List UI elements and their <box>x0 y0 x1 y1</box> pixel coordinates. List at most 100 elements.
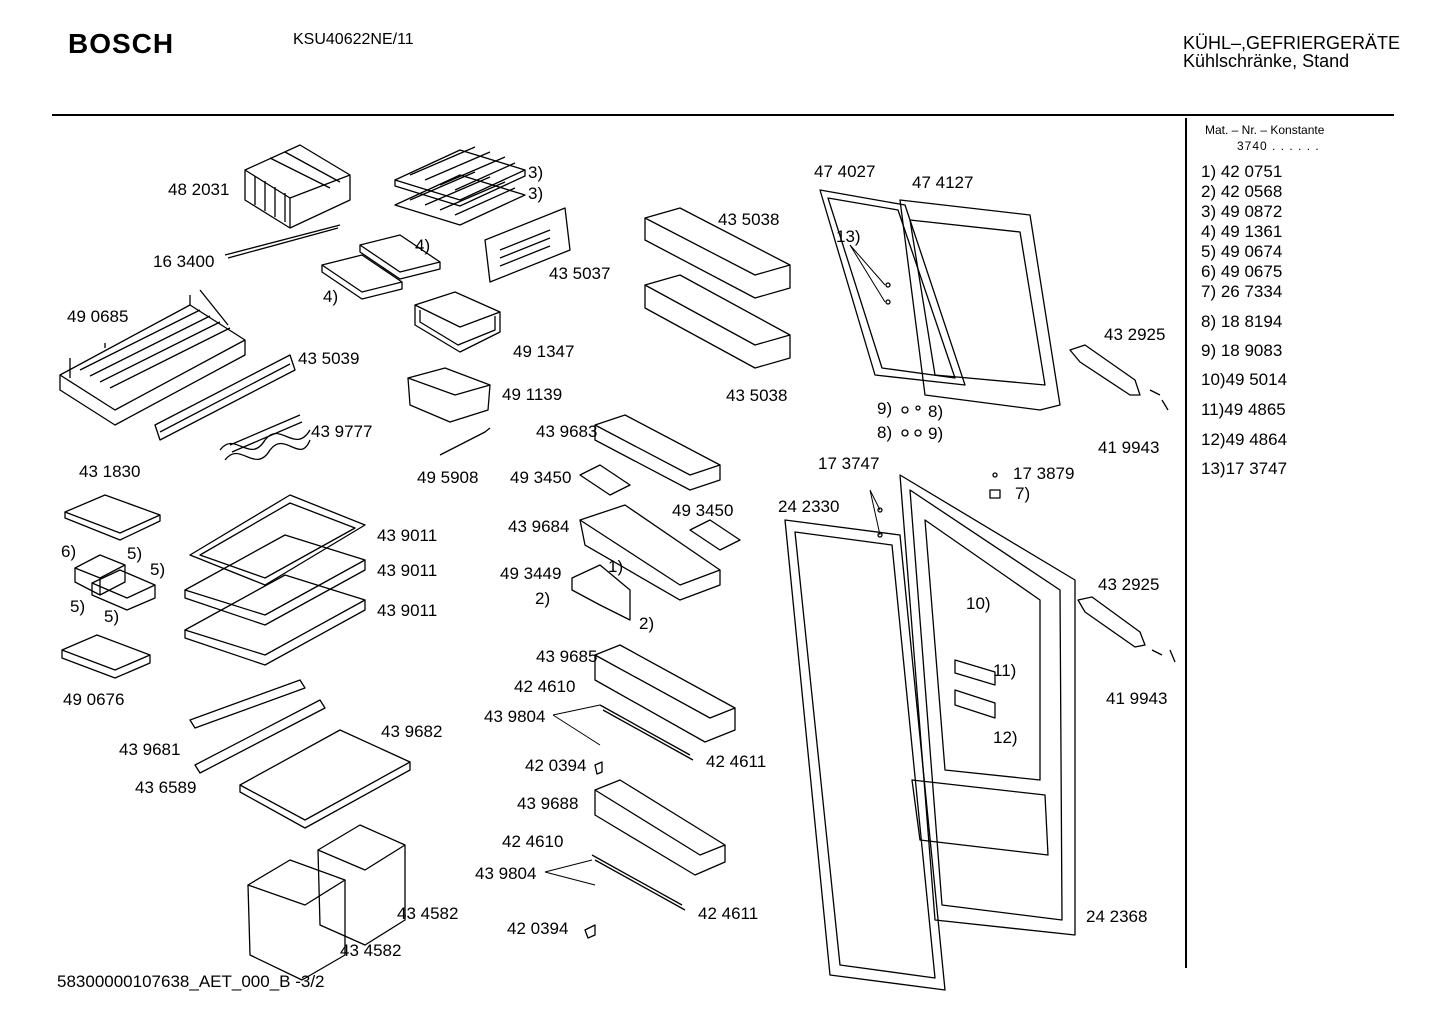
part-label: 43 1830 <box>79 462 141 481</box>
category-subtitle: Kühlschränke, Stand <box>1183 51 1350 71</box>
ice-box-part <box>414 291 501 353</box>
model-number: KSU40622NE/11 <box>293 31 414 48</box>
flap-part <box>571 564 631 621</box>
part-label: 43 5038 <box>726 386 788 405</box>
legend-item: 4) 49 1361 <box>1201 222 1283 241</box>
basket-part <box>74 554 156 611</box>
part-label: 11) <box>993 661 1017 680</box>
part-label: 43 9684 <box>508 517 570 536</box>
part-label: 4) <box>415 236 431 255</box>
legend-divider <box>1185 118 1187 968</box>
category-title: KÜHL–,GEFRIERGERÄTE <box>1183 33 1401 53</box>
bottle-holder-part <box>579 504 721 601</box>
part-label: 43 9683 <box>536 422 598 441</box>
part-label: 49 1347 <box>513 342 575 361</box>
part-label: 47 4027 <box>814 162 876 181</box>
fridge-door-part <box>899 474 1076 936</box>
ice-tray-part <box>321 234 441 300</box>
egg-tray-part <box>579 464 741 551</box>
legend-item: 11)49 4865 <box>1201 400 1286 419</box>
part-label: 3) <box>528 184 544 203</box>
hardware-part <box>584 282 1176 939</box>
part-label: 42 4610 <box>502 832 564 851</box>
part-label: 3) <box>528 163 544 182</box>
part-label: 43 9688 <box>517 794 579 813</box>
legend-item: 9) 18 9083 <box>1201 341 1283 360</box>
brand-logo: BOSCH <box>68 28 175 59</box>
part-label: 43 5039 <box>298 349 360 368</box>
bottom-shelf-part <box>239 729 411 829</box>
fridge-door-gasket-part <box>784 519 946 991</box>
part-label: 43 2925 <box>1104 325 1166 344</box>
part-label: 41 9943 <box>1106 689 1168 708</box>
legend-item: 3) 49 0872 <box>1201 202 1283 221</box>
part-label: 12) <box>993 728 1018 747</box>
legend-item: 7) 26 7334 <box>1201 282 1283 301</box>
tray-part <box>61 634 151 679</box>
part-label: 49 0685 <box>67 307 129 326</box>
part-label: 43 9804 <box>484 707 546 726</box>
part-label: 43 2925 <box>1098 575 1160 594</box>
legend-item: 1) 42 0751 <box>1201 162 1283 181</box>
part-label: 16 3400 <box>153 252 215 271</box>
part-label: 17 3879 <box>1013 464 1075 483</box>
legend-item: 10)49 5014 <box>1201 370 1288 389</box>
part-label: 49 3450 <box>510 468 572 487</box>
part-label: 43 9804 <box>475 864 537 883</box>
vent-strip-part <box>189 679 326 774</box>
part-label: 43 6589 <box>135 778 197 797</box>
exploded-view-drawing <box>59 144 1176 991</box>
part-label: 24 2368 <box>1086 907 1148 926</box>
part-label: 42 0394 <box>507 919 569 938</box>
part-label: 49 1139 <box>502 385 563 404</box>
part-label: 42 4611 <box>698 904 759 923</box>
part-label: 43 9685 <box>536 647 598 666</box>
freezer-door-part <box>899 199 1061 411</box>
part-label: 48 2031 <box>168 180 230 199</box>
part-label: 43 5037 <box>549 264 611 283</box>
part-label: 10) <box>966 594 991 613</box>
part-label: 42 4610 <box>514 677 576 696</box>
part-label: 17 3747 <box>818 454 880 473</box>
legend-item: 2) 42 0568 <box>1201 182 1283 201</box>
part-label: 43 9681 <box>119 740 181 759</box>
part-label: 5) <box>150 560 166 579</box>
part-label: 42 0394 <box>525 756 587 775</box>
glass-shelf-part <box>184 494 366 666</box>
part-label: 1) <box>608 557 624 576</box>
freezer-door-gasket-part <box>819 189 966 386</box>
part-label: 43 9011 <box>377 601 438 620</box>
part-label: 42 4611 <box>706 752 767 771</box>
part-label: 49 3450 <box>672 501 734 520</box>
part-label: 43 5038 <box>718 210 780 229</box>
part-label: 2) <box>535 589 551 608</box>
legend-heading: Mat. – Nr. – Konstante <box>1205 123 1325 137</box>
part-label: 24 2330 <box>778 497 840 516</box>
part-label: 5) <box>70 597 86 616</box>
part-label: 43 9682 <box>381 722 443 741</box>
part-label: 5) <box>104 607 120 626</box>
legend-item: 12)49 4864 <box>1201 430 1288 449</box>
part-label: 43 9011 <box>377 526 438 545</box>
door-bin-part <box>594 207 791 491</box>
part-label: 43 9777 <box>311 422 373 441</box>
small-shelf-part <box>64 494 161 541</box>
door-bin-lower-part <box>591 644 736 911</box>
part-label: 7) <box>1015 484 1031 503</box>
drain-pipe-part <box>224 224 341 256</box>
part-label: 43 9011 <box>377 561 438 580</box>
part-label: 2) <box>639 614 655 633</box>
cover-plate-part <box>484 207 571 283</box>
part-label: 49 0676 <box>63 690 125 709</box>
vegetable-bin-part <box>247 824 406 981</box>
part-label: 43 4582 <box>397 904 459 923</box>
header-divider <box>52 114 1394 116</box>
part-label: 49 5908 <box>417 468 479 487</box>
legend-item: 13)17 3747 <box>1201 459 1288 478</box>
drawer-part <box>59 289 246 426</box>
part-label: 6) <box>61 542 77 561</box>
legend-item: 6) 49 0675 <box>1201 262 1283 281</box>
part-label: 8) <box>877 423 893 442</box>
part-label: 8) <box>928 402 944 421</box>
drain-pipe-part-edge <box>227 227 339 259</box>
